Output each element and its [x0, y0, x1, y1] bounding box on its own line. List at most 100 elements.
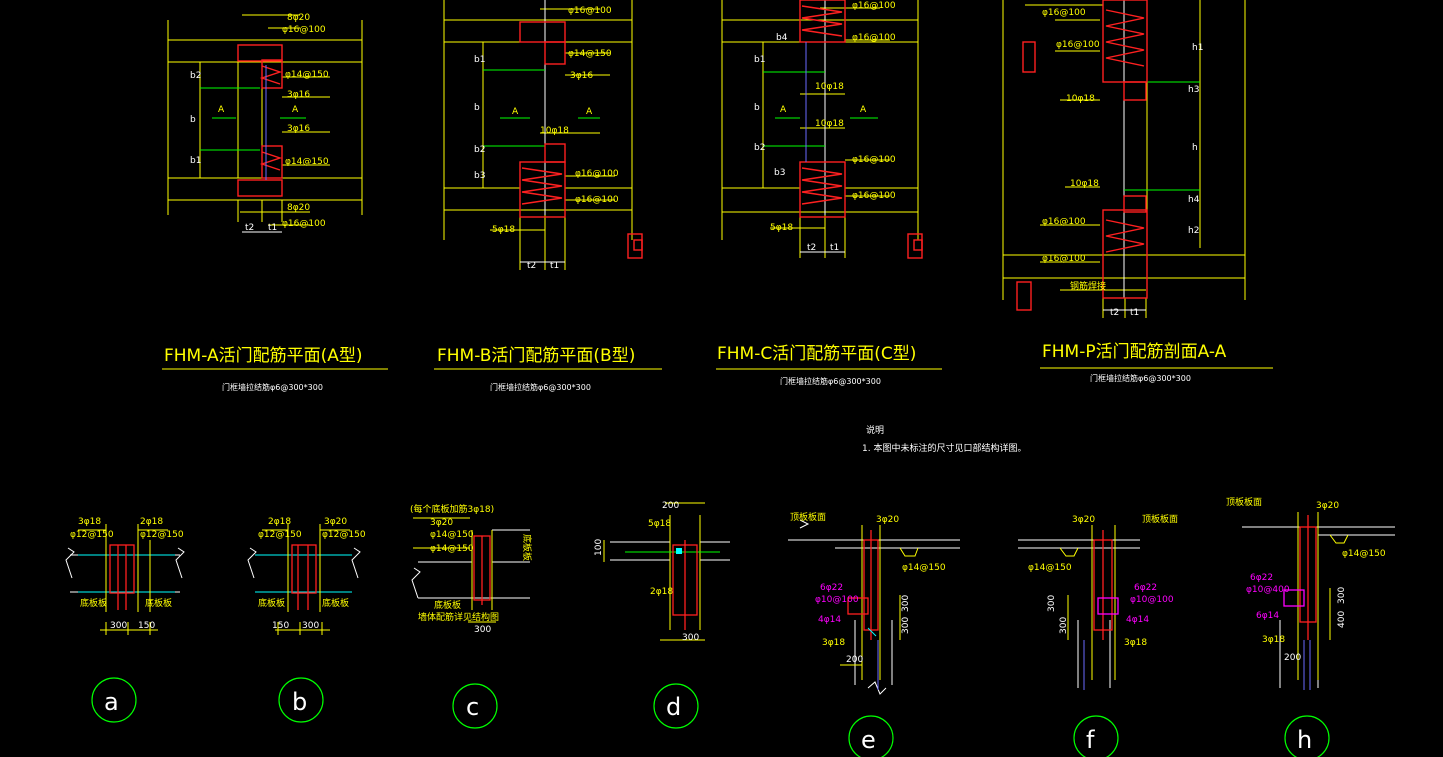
detail-b-mark: b	[292, 688, 307, 716]
plan-b-dim-6: t1	[550, 261, 559, 271]
plan-a-dim-1: b2	[190, 71, 201, 81]
plan-c-dim-4: b2	[754, 143, 765, 153]
plan-b-label-7: 5φ18	[492, 225, 515, 235]
plan-b-label-5: φ16@100	[575, 169, 619, 179]
detail-a-label-3: 2φ18	[140, 517, 163, 527]
plan-c-label-2: φ16@100	[852, 33, 896, 43]
plan-c-label-4: 10φ18	[815, 119, 844, 129]
detail-f-text: 3φ20 顶板板面 φ14@150 6φ22 φ10@100 4φ14 3φ18…	[1028, 513, 1178, 754]
section-p-text: φ16@100 φ16@100 10φ18 10φ18 φ16@100 φ16@…	[1042, 8, 1203, 318]
plan-b-dim-1: b1	[474, 55, 485, 65]
plan-c-text: φ16@100 φ16@100 10φ18 10φ18 φ16@100 φ16@…	[754, 1, 896, 253]
section-p-dim-1: h1	[1192, 43, 1203, 53]
detail-d-text: 5φ18 2φ18 200 100 300 d	[594, 501, 699, 721]
detail-b-label-6: 底板板	[322, 597, 349, 609]
detail-c-label-2: 3φ20	[430, 518, 453, 528]
detail-h-label-7: 3φ18	[1262, 635, 1285, 645]
detail-d-label-1: 5φ18	[648, 519, 671, 529]
detail-e-label-5: φ10@100	[815, 595, 859, 605]
plan-a-dim-5: t1	[268, 223, 277, 233]
plan-b-section-2: A	[586, 107, 593, 117]
detail-c-label-3: φ14@150	[430, 530, 474, 540]
plan-c-dim-1: b1	[754, 55, 765, 65]
plan-b-dim-4: b3	[474, 171, 485, 181]
plan-a-label-8: φ16@100	[282, 219, 326, 229]
section-p-dim-3: h	[1192, 143, 1198, 153]
detail-h	[1242, 512, 1395, 757]
section-p-label-6: φ16@100	[1042, 254, 1086, 264]
detail-d-label-2: 2φ18	[650, 587, 673, 597]
detail-b-text: 2φ18 φ12@150 3φ20 φ12@150 底板板 底板板 150 30…	[258, 517, 366, 716]
plan-c-section-2: A	[860, 105, 867, 115]
section-p-subtitle: 门框墙拉结筋φ6@300*300	[1090, 373, 1191, 383]
titles	[162, 367, 1273, 370]
detail-c-label-7: 墙体配筋详见结构图	[418, 611, 499, 623]
notes: 说明 1. 本图中未标注的尺寸见口部结构详图。	[862, 424, 1026, 454]
plan-b-label-4: 10φ18	[540, 126, 569, 136]
section-p-label-4: 10φ18	[1070, 179, 1099, 189]
detail-b	[247, 524, 361, 723]
plan-b-label-3: 3φ16	[570, 71, 593, 81]
detail-c-label-4: φ14@150	[430, 544, 474, 554]
detail-c-label-6: 底板板	[521, 534, 533, 561]
section-p-label-7: 钢筋焊接	[1070, 280, 1106, 292]
detail-a-label-6: 底板板	[145, 597, 172, 609]
notes-line-1: 1. 本图中未标注的尺寸见口部结构详图。	[862, 442, 1026, 454]
detail-h-mark: h	[1297, 726, 1312, 754]
plan-c-dim-5: b3	[774, 168, 785, 178]
detail-a	[65, 524, 185, 723]
plan-c-label-5: φ16@100	[852, 155, 896, 165]
detail-h-label-4: 6φ22	[1250, 573, 1273, 583]
detail-a-dim-1: 300	[110, 621, 127, 631]
detail-a-dim-2: 150	[138, 621, 155, 631]
detail-d-dim-1: 200	[662, 501, 679, 511]
detail-b-label-5: 底板板	[258, 597, 285, 609]
plan-b-title: FHM-B活门配筋平面(B型)	[437, 346, 635, 366]
detail-c-label-5: 底板板	[434, 599, 461, 611]
plan-titles: FHM-A活门配筋平面(A型) FHM-B活门配筋平面(B型) FHM-C活门配…	[164, 342, 1227, 392]
detail-e-text: 顶板板面 3φ20 φ14@150 6φ22 φ10@100 4φ14 3φ18…	[790, 511, 946, 754]
plan-a-title: FHM-A活门配筋平面(A型)	[164, 346, 363, 366]
plan-c-dim-6: t2	[807, 243, 816, 253]
detail-h-label-6: 6φ14	[1256, 611, 1279, 621]
plan-a-label-6: φ14@150	[285, 157, 329, 167]
detail-c-text: (每个底板加筋3φ18) 3φ20 φ14@150 φ14@150 底板板 底板…	[410, 503, 533, 721]
plan-b	[443, 0, 643, 270]
detail-h-text: 顶板板面 3φ20 φ14@150 6φ22 φ10@400 6φ14 3φ18…	[1226, 496, 1386, 754]
detail-e-mark: e	[861, 726, 876, 754]
detail-f-label-3: φ14@150	[1028, 563, 1072, 573]
section-p-dim-5: h2	[1188, 226, 1199, 236]
detail-b-label-3: 3φ20	[324, 517, 347, 527]
plan-a-label-2: φ16@100	[282, 25, 326, 35]
detail-f-label-7: 3φ18	[1124, 638, 1147, 648]
section-p-dim-4: h4	[1188, 195, 1200, 205]
plan-c-label-6: φ16@100	[852, 191, 896, 201]
detail-b-dim-2: 300	[302, 621, 319, 631]
plan-c-dim-7: t1	[830, 243, 839, 253]
detail-h-label-3: φ14@150	[1342, 549, 1386, 559]
detail-c	[411, 517, 530, 729]
plan-a	[167, 14, 363, 233]
detail-h-dim-1: 300	[1337, 587, 1347, 604]
detail-f-label-2: 顶板板面	[1142, 513, 1178, 525]
plan-b-subtitle: 门框墙拉结筋φ6@300*300	[490, 382, 591, 392]
plan-a-text: 8φ20 φ16@100 φ14@150 3φ16 3φ16 φ14@150 8…	[190, 13, 329, 233]
plan-a-dim-4: t2	[245, 223, 254, 233]
detail-b-label-4: φ12@150	[322, 530, 366, 540]
plan-a-dim-3: b1	[190, 156, 201, 166]
detail-h-label-2: 3φ20	[1316, 501, 1339, 511]
detail-e-label-1: 顶板板面	[790, 511, 826, 523]
plan-a-section-2: A	[292, 105, 299, 115]
plan-b-label-2: φ14@150	[568, 49, 612, 59]
plan-b-label-6: φ16@100	[575, 195, 619, 205]
plan-c-label-1: φ16@100	[852, 1, 896, 11]
plan-b-dim-5: t2	[527, 261, 536, 271]
plan-c	[721, 0, 923, 259]
plan-b-label-1: φ16@100	[568, 6, 612, 16]
plan-b-dim-3: b2	[474, 145, 485, 155]
section-p-label-3: 10φ18	[1066, 94, 1095, 104]
section-p-title: FHM-P活门配筋剖面A-A	[1042, 342, 1227, 362]
detail-d-dim-3: 300	[682, 633, 699, 643]
